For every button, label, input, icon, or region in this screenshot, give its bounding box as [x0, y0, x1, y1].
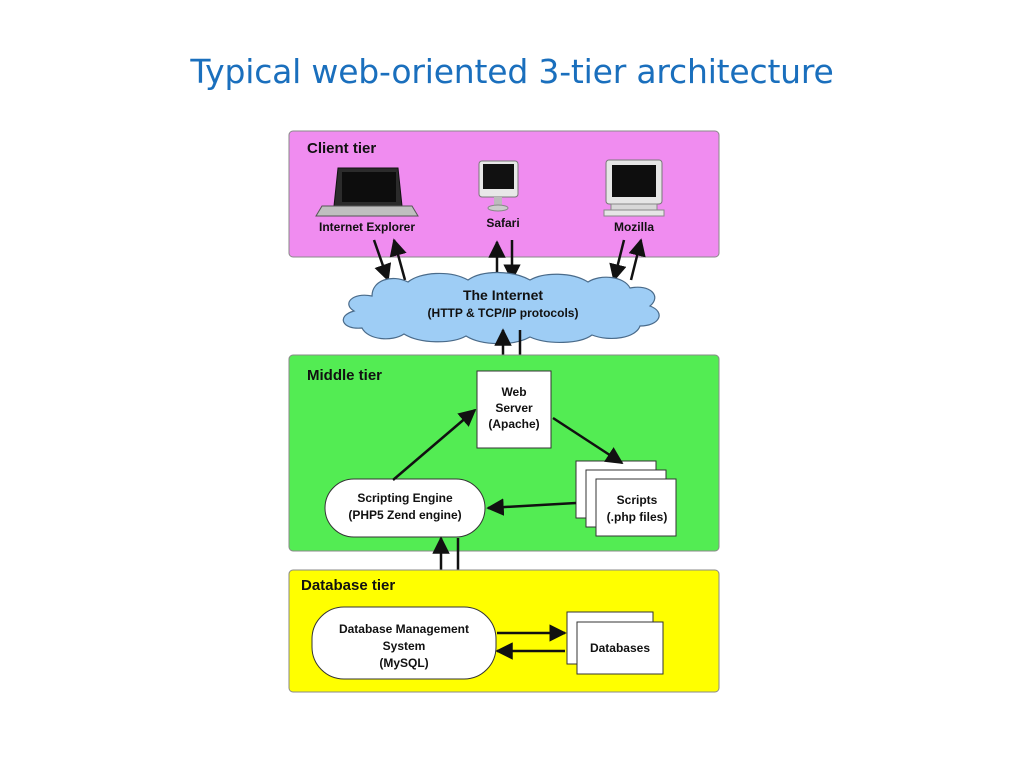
client-safari-label: Safari: [486, 216, 519, 230]
internet-title: The Internet: [463, 287, 543, 303]
svg-text:(PHP5 Zend engine): (PHP5 Zend engine): [348, 508, 461, 522]
web-server-box: Web Server (Apache): [476, 370, 552, 449]
internet-cloud: The Internet (HTTP & TCP/IP protocols): [342, 271, 660, 345]
svg-text:Server: Server: [495, 401, 533, 415]
client-tier-label: Client tier: [307, 140, 376, 157]
middle-tier-label: Middle tier: [307, 367, 382, 384]
svg-text:(.php files): (.php files): [607, 510, 668, 524]
client-mozilla-label: Mozilla: [614, 220, 654, 234]
svg-text:Databases: Databases: [590, 641, 650, 655]
dbms-node: Database Management System (MySQL): [311, 606, 497, 680]
databases-stack: Databases: [566, 611, 664, 675]
dbms-databases-arrows: [495, 624, 567, 660]
svg-text:(MySQL): (MySQL): [379, 656, 428, 670]
scripts-document-stack: Scripts (.php files): [575, 460, 677, 537]
scripting-engine-node: Scripting Engine (PHP5 Zend engine): [324, 478, 486, 538]
imac-icon: [478, 160, 519, 212]
laptop-icon: [315, 167, 419, 217]
svg-text:System: System: [383, 639, 426, 653]
crt-monitor-icon: [603, 159, 665, 217]
svg-text:Scripting Engine: Scripting Engine: [357, 491, 453, 505]
svg-text:Scripts: Scripts: [617, 493, 658, 507]
client-internet-explorer-label: Internet Explorer: [319, 220, 415, 234]
slide-title: Typical web-oriented 3-tier architecture: [190, 52, 834, 91]
middle-tier-arrows: [392, 408, 624, 516]
svg-text:(Apache): (Apache): [488, 417, 539, 431]
svg-text:Web: Web: [501, 385, 526, 399]
internet-subtitle: (HTTP & TCP/IP protocols): [428, 306, 579, 320]
svg-text:Database Management: Database Management: [339, 622, 469, 636]
database-tier-label: Database tier: [301, 577, 395, 594]
